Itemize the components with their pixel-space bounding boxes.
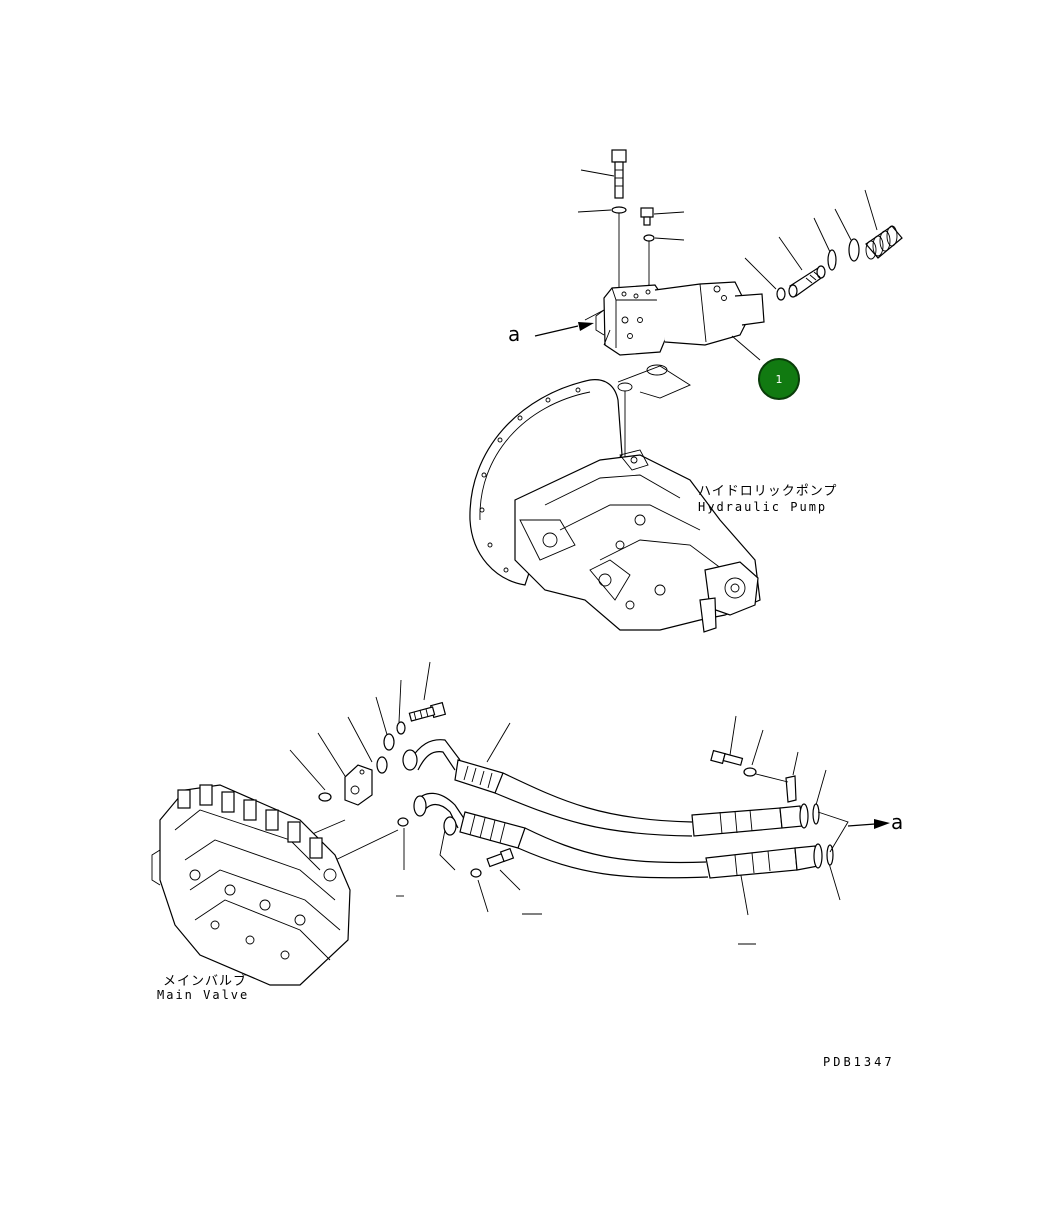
hydraulic-pump-label-jp: ハイドロリックポンプ bbox=[698, 484, 838, 499]
main-valve-label-jp: メインバルブ bbox=[163, 974, 248, 989]
arrow-a-right-label: a bbox=[891, 810, 904, 834]
arrow-a-upper bbox=[534, 322, 594, 337]
arrow-a-upper-label: a bbox=[508, 322, 521, 346]
callout-leader-1 bbox=[731, 335, 761, 361]
gasket bbox=[617, 364, 691, 462]
adapter-block bbox=[318, 764, 409, 827]
main-valve-label-en: Main Valve bbox=[157, 988, 250, 1002]
filter-parts bbox=[744, 189, 903, 301]
lower-hose bbox=[413, 792, 834, 879]
callout-badge-number: 1 bbox=[775, 372, 783, 386]
drawing-code: PDB1347 bbox=[823, 1055, 895, 1069]
hydraulic-pump-drawing bbox=[469, 379, 761, 633]
center-bolts bbox=[439, 829, 515, 878]
small-bolt bbox=[640, 207, 685, 242]
right-bolts bbox=[710, 749, 797, 803]
lower-leaders bbox=[289, 661, 841, 916]
lower-bolt bbox=[376, 701, 447, 774]
upper-bolt bbox=[580, 149, 627, 199]
hydraulic-pump-label-en: Hydraulic Pump bbox=[698, 500, 828, 514]
valve-block bbox=[584, 281, 765, 356]
upper-washer bbox=[577, 206, 627, 214]
callout-badge-1[interactable]: 1 bbox=[758, 358, 800, 400]
arrow-a-right bbox=[817, 811, 890, 853]
upper-hose bbox=[402, 739, 820, 837]
main-valve-drawing bbox=[151, 784, 351, 986]
